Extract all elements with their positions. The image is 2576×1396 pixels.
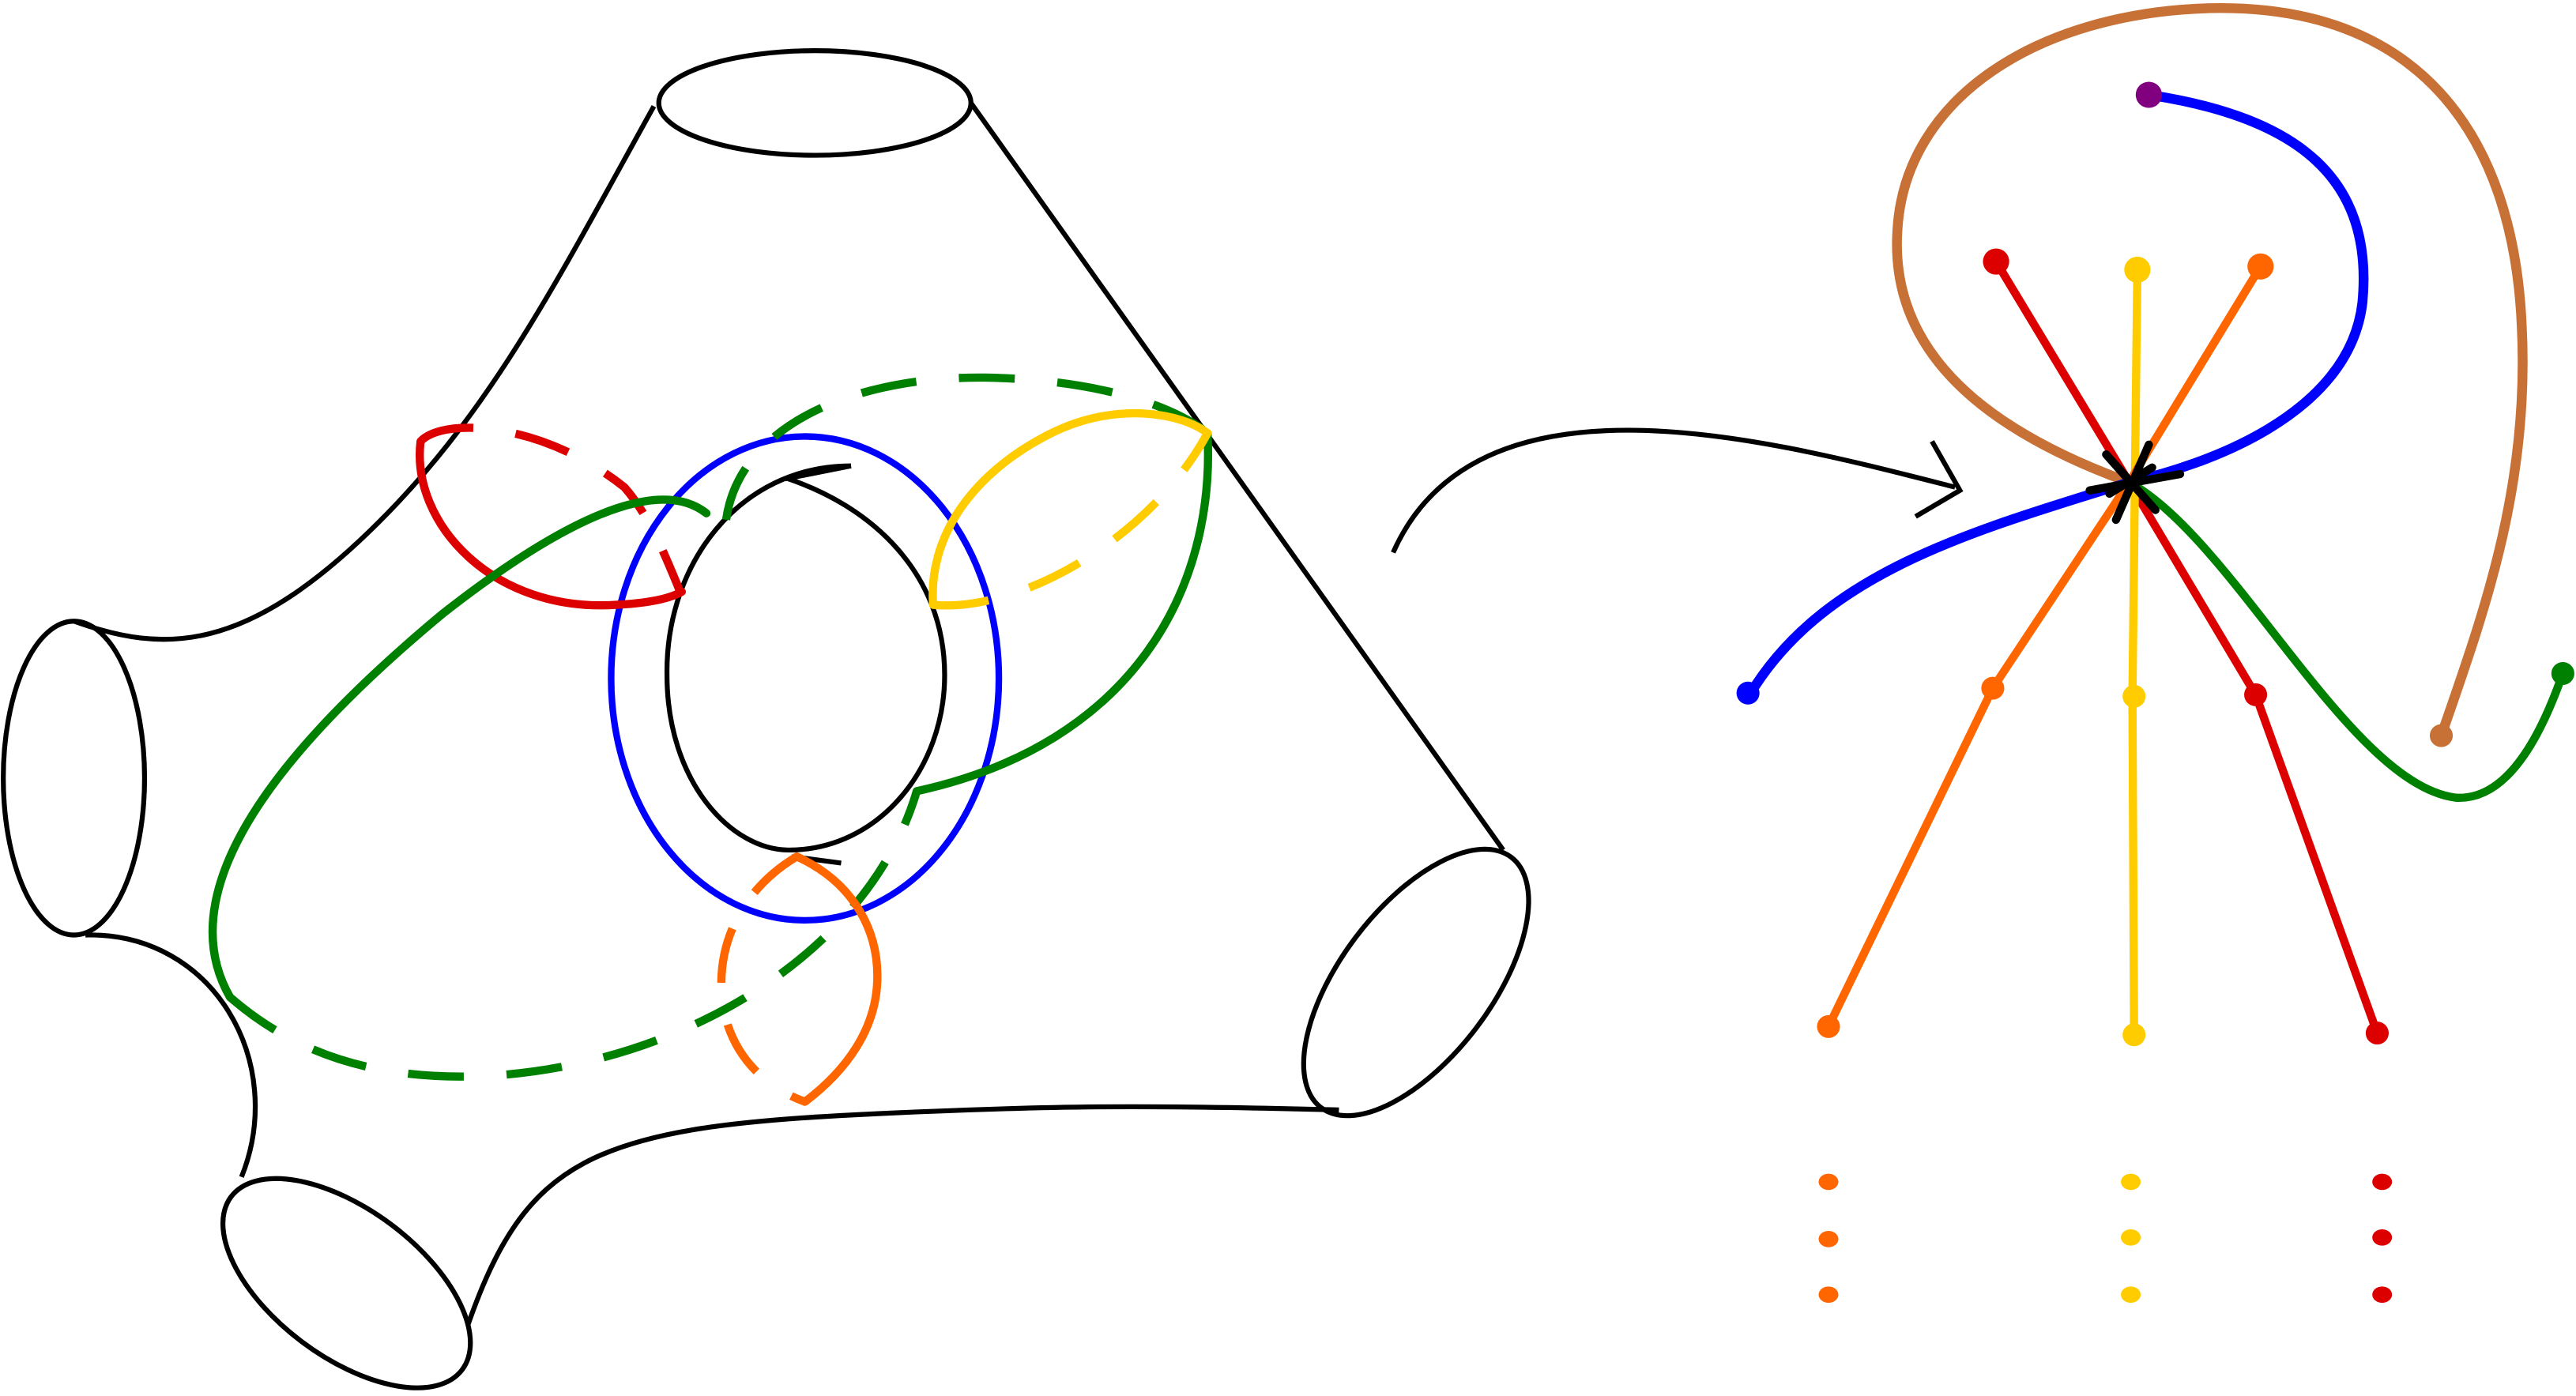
red-endpoint-top <box>1983 248 2009 275</box>
star-vertex <box>2085 440 2185 525</box>
green-curve-solid-right <box>912 429 1213 796</box>
orange-endpoint-bottom <box>1817 1014 1840 1038</box>
orange-curve-solid <box>793 852 882 1106</box>
green-curve-dashed-bottom <box>227 789 921 1081</box>
boundary-circle-left <box>1 619 148 938</box>
hole-outline <box>664 463 947 853</box>
green-curve-solid-left <box>208 495 711 1002</box>
yellow-strand <box>2128 265 2142 1039</box>
brown-strand <box>1892 3 2528 741</box>
outline-top-right <box>969 101 1505 852</box>
yellow-curve-dashed <box>932 431 1211 610</box>
surface-figure <box>1 48 1531 1390</box>
green-strand <box>2125 478 2567 802</box>
outline-left-bottom <box>85 932 258 1178</box>
ellipsis-orange <box>1818 1173 1839 1304</box>
orange-strand <box>1824 262 2265 1031</box>
red-endpoint-bottom <box>2365 1022 2389 1045</box>
green-endpoint <box>2551 661 2574 685</box>
orange-curve-dashed <box>717 852 807 1106</box>
ellipsis-red <box>2372 1173 2393 1304</box>
blue-endpoint <box>1736 681 1760 705</box>
brown-endpoint <box>2429 724 2454 747</box>
ellipsis-yellow <box>2121 1173 2141 1304</box>
red-strand <box>1991 257 2382 1037</box>
surface-curves <box>208 373 1213 1106</box>
blue-curve <box>608 433 1003 924</box>
yellow-node-mid <box>2122 684 2146 708</box>
hole-cut-top <box>785 463 852 482</box>
boundary-circle-right <box>1301 846 1531 1119</box>
yellow-endpoint-bottom <box>2122 1023 2146 1047</box>
graph-figure <box>1736 3 2574 1304</box>
yellow-curve-solid <box>928 409 1212 609</box>
blue-strand <box>1744 89 2369 700</box>
red-curve-solid <box>416 437 687 610</box>
outline-top-left <box>73 104 657 642</box>
orange-endpoint-top <box>2247 253 2274 280</box>
orange-node-mid <box>1981 676 2005 700</box>
outline-bottom <box>465 1104 1339 1325</box>
purple-endpoint <box>2135 81 2163 108</box>
yellow-endpoint-top <box>2124 256 2151 283</box>
green-curve-dashed-top <box>721 373 1211 521</box>
red-node-mid <box>2244 683 2268 706</box>
map-arrow <box>1391 427 1964 554</box>
arrow-shaft <box>1391 427 1956 554</box>
arrow-head <box>1914 440 1964 519</box>
boundary-circle-bottom <box>220 1176 473 1390</box>
boundary-circle-top <box>656 48 974 158</box>
red-curve-dashed <box>417 423 684 593</box>
